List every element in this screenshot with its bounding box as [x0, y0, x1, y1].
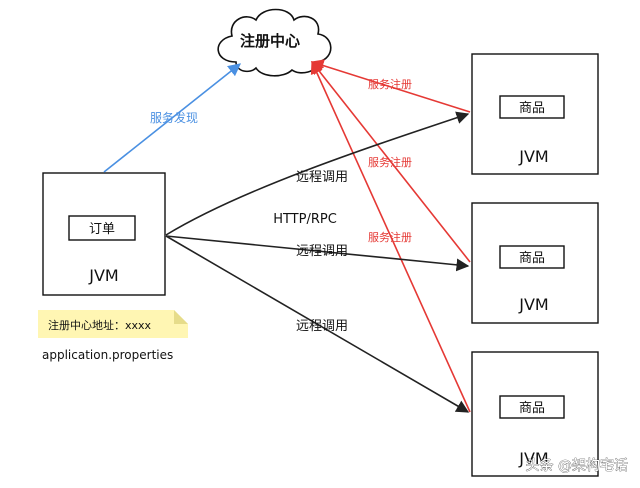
goods-item-box: [499, 395, 565, 419]
config-filename: application.properties: [42, 348, 173, 362]
goods-jvm-label: JVM: [518, 295, 548, 314]
goods-item-label: 商品: [519, 101, 545, 116]
order-item-label: 订单: [89, 222, 115, 237]
discovery-arrow: [103, 63, 242, 173]
registration-arrow: [310, 60, 471, 413]
registration-label: 服务注册: [368, 77, 412, 91]
registration-label: 服务注册: [368, 155, 412, 169]
discovery-label: 服务发现: [150, 110, 198, 125]
call-label: 远程调用: [296, 170, 348, 185]
order-service-node: 订单 JVM: [42, 172, 166, 296]
goods-item-label: 商品: [519, 251, 545, 266]
call-arrow: [165, 111, 470, 236]
call-label: 远程调用: [296, 244, 348, 259]
protocol-label: HTTP/RPC: [273, 212, 337, 227]
goods-jvm-label: JVM: [518, 147, 548, 166]
registration-arrow: [310, 59, 471, 113]
goods-service-node: 商品 JVM: [471, 53, 599, 175]
goods-item-box: [499, 245, 565, 269]
note-text: 注册中心地址：xxxx: [48, 318, 152, 332]
goods-item-label: 商品: [519, 401, 545, 416]
goods-item-box: [499, 95, 565, 119]
call-arrow: [165, 235, 470, 413]
order-jvm-label: JVM: [88, 266, 118, 285]
config-note: 注册中心地址：xxxx: [38, 310, 188, 338]
note-shape: [38, 310, 188, 338]
registration-arrow: [311, 60, 471, 263]
call-label: 远程调用: [296, 319, 348, 334]
registry-label: 注册中心: [240, 32, 300, 50]
goods-service-node: 商品 JVM: [471, 202, 599, 324]
watermark: 头条 @架构宅话: [526, 457, 628, 474]
registry-node: 注册中心: [217, 8, 332, 77]
registration-label: 服务注册: [368, 230, 412, 244]
cloud-icon: [217, 8, 332, 77]
goods-jvm-label: JVM: [518, 449, 548, 468]
order-item-box: [68, 215, 136, 241]
call-arrow: [165, 235, 470, 272]
note-fold: [174, 310, 188, 324]
goods-service-node: 商品 JVM: [471, 351, 599, 477]
